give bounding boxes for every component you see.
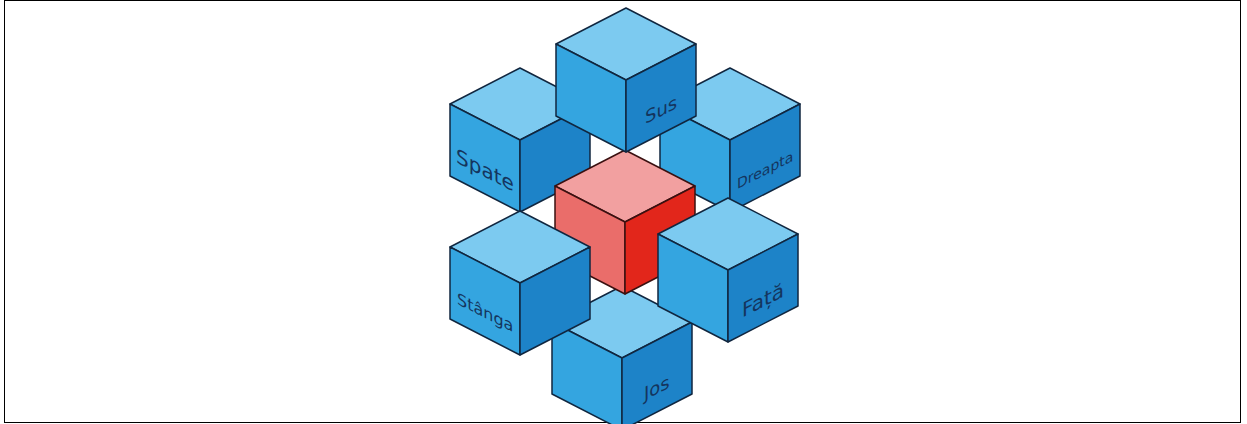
cube-face (450, 247, 520, 355)
cube-block: Sus (556, 8, 696, 152)
cube-face (728, 234, 798, 342)
cube-face (450, 104, 520, 212)
cube-outline (556, 8, 696, 152)
cube-block: Față (658, 198, 798, 342)
cube-outline (450, 211, 590, 355)
cube-face (520, 104, 590, 212)
cube-face (660, 104, 730, 212)
cube-face (730, 104, 800, 212)
cube-face (552, 322, 622, 424)
cube-face (622, 322, 692, 424)
cube-outline (658, 198, 798, 342)
cube-block: Stânga (450, 211, 590, 355)
